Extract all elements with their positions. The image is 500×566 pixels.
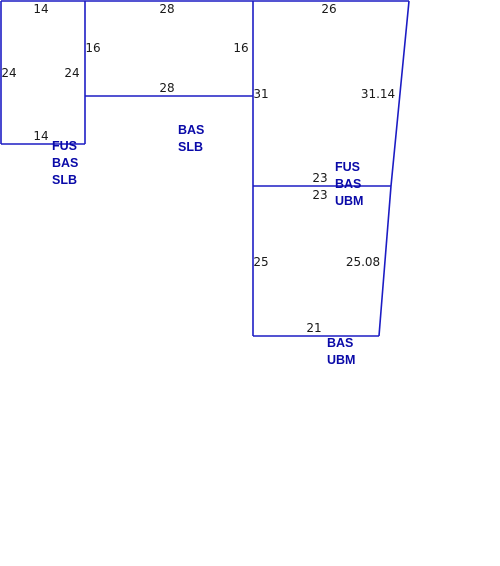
area-line: UBM	[335, 194, 363, 208]
dim-lower-bottom: 21	[306, 321, 321, 335]
dim-right-left: 31	[253, 87, 268, 101]
dim-right-slant: 31.14	[361, 87, 395, 101]
area-label-bas-slb: BAS SLB	[178, 123, 204, 154]
area-label-bas-ubm: BAS UBM	[327, 336, 355, 367]
area-line: BAS	[327, 336, 353, 350]
dim-lower-left: 25	[253, 255, 268, 269]
area-label-fus-bas-ubm: FUS BAS UBM	[335, 160, 363, 208]
area-line: FUS	[52, 139, 77, 153]
area-line: UBM	[327, 353, 355, 367]
dim-lower-slant: 25.08	[346, 255, 380, 269]
dimension-labels: 14 24 24 14 28 16 16 28 26 31 31.14 23 2…	[1, 2, 395, 335]
dim-lower-top: 23	[312, 188, 327, 202]
dim-left-right: 24	[64, 66, 79, 80]
edge-lower-slant	[378, 185, 392, 337]
area-labels: FUS BAS SLB BAS SLB FUS BAS UBM BAS UBM	[52, 123, 363, 367]
outline-edges	[0, 0, 410, 337]
area-line: SLB	[52, 173, 77, 187]
dim-center-top: 28	[159, 2, 174, 16]
dim-left-bottom: 14	[33, 129, 48, 143]
area-line: SLB	[178, 140, 203, 154]
dim-center-left: 16	[85, 41, 100, 55]
area-line: FUS	[335, 160, 360, 174]
dim-left-top: 14	[33, 2, 48, 16]
area-line: BAS	[52, 156, 78, 170]
dim-left-left: 24	[1, 66, 16, 80]
area-line: BAS	[335, 177, 361, 191]
dim-right-bottom: 23	[312, 171, 327, 185]
area-label-fus-bas-slb: FUS BAS SLB	[52, 139, 78, 187]
dim-right-top: 26	[321, 2, 336, 16]
dim-center-bottom: 28	[159, 81, 174, 95]
edge-right-slant	[390, 0, 410, 187]
area-line: BAS	[178, 123, 204, 137]
dim-center-right: 16	[233, 41, 248, 55]
